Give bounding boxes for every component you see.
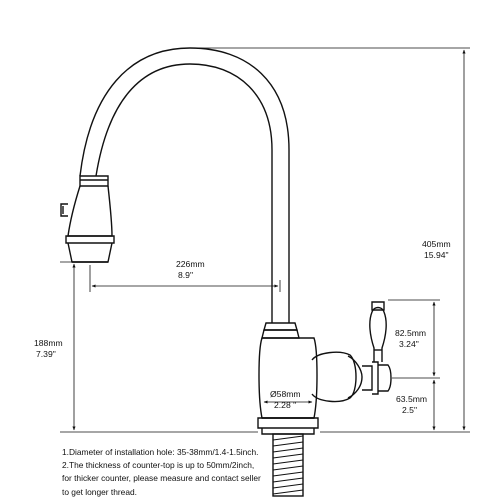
faucet-body bbox=[257, 322, 319, 435]
base-diameter-inch: 2.28 " bbox=[274, 400, 296, 410]
spray-head bbox=[60, 175, 115, 263]
handle-height-mm: 82.5mm bbox=[395, 328, 426, 338]
faucet-outline bbox=[79, 47, 290, 323]
spout-height-inch: 7.39" bbox=[36, 349, 56, 359]
dimension-lines bbox=[60, 47, 470, 433]
note-line-3: for thicker counter, please measure and … bbox=[62, 473, 261, 484]
height-total-mm: 405mm bbox=[422, 239, 451, 249]
gooseneck-inner bbox=[79, 47, 290, 323]
handle-height-inch: 3.24" bbox=[399, 339, 419, 349]
reach-inch: 8.9" bbox=[178, 270, 193, 280]
dimension-labels: 405mm 15.94" 226mm 8.9" 188mm 7.39" 82.5… bbox=[34, 239, 451, 415]
note-line-1: 1.Diameter of installation hole: 35-38mm… bbox=[62, 447, 259, 457]
handle-base-inch: 2.5" bbox=[402, 405, 417, 415]
installation-notes: 1.Diameter of installation hole: 35-38mm… bbox=[62, 446, 362, 499]
spout-height-mm: 188mm bbox=[34, 338, 63, 348]
height-total-inch: 15.94" bbox=[424, 250, 449, 260]
gooseneck-outer bbox=[95, 63, 273, 323]
base-diameter-mm: Ø58mm bbox=[270, 389, 301, 399]
note-line-2: 2.The thickness of counter-top is up to … bbox=[62, 460, 255, 471]
note-line-4: to get longer thread. bbox=[62, 486, 137, 497]
reach-mm: 226mm bbox=[176, 259, 205, 269]
threaded-shank bbox=[272, 433, 304, 497]
handle-base-mm: 63.5mm bbox=[396, 394, 427, 404]
handle-assembly bbox=[311, 301, 392, 403]
